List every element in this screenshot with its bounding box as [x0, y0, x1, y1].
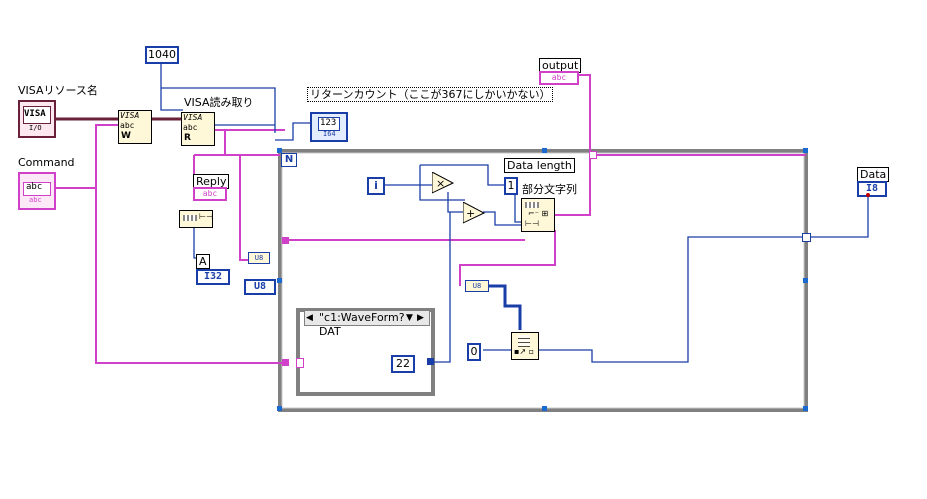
data-i8: I8: [865, 183, 879, 194]
reply-abc: abc: [202, 189, 218, 198]
string-length-node[interactable]: ⊢⊣: [179, 210, 213, 228]
svg-text:+: +: [466, 207, 475, 220]
iteration-text: i: [374, 179, 378, 192]
visa-read-r: R: [184, 133, 191, 143]
u8-indicator[interactable]: U8: [244, 279, 276, 295]
case-output-tunnel: [427, 358, 434, 365]
const-1040[interactable]: 1040: [145, 46, 179, 64]
data-label: Data: [857, 167, 890, 182]
visa-read-visa: VISA: [183, 113, 203, 122]
substring-label: 部分文字列: [522, 183, 577, 196]
visa-read-abc: abc: [183, 123, 198, 132]
const-22[interactable]: 22: [391, 355, 415, 373]
svg-text:×: ×: [436, 177, 445, 190]
u8-loop-convert[interactable]: U8: [465, 280, 489, 292]
data-length-label: Data length: [504, 158, 575, 173]
const-1[interactable]: 1: [504, 177, 518, 195]
add-node[interactable]: +: [463, 202, 485, 224]
command-control[interactable]: abc abc: [18, 172, 56, 210]
read-buffer-wire: [239, 155, 250, 261]
substring-node[interactable]: ⌐⁻ ⊞ ⊢⊣: [521, 198, 555, 232]
output-wire: [550, 74, 591, 216]
u8-indicator-text: U8: [253, 281, 267, 292]
command-abc-text: abc: [26, 182, 43, 192]
initialize-array-node[interactable]: ▪↗ ▫: [511, 332, 539, 360]
tunnel-left-bottom: [282, 359, 289, 366]
visa-read-label: VISA読み取り: [184, 96, 254, 109]
case-selector[interactable]: ◀ "c1:WaveForm? DAT ▼ ▶: [304, 310, 430, 338]
a-i32: I32: [203, 271, 223, 282]
u8-loop-text: U8: [472, 282, 482, 290]
command-label: Command: [18, 156, 75, 169]
case-prev-arrow[interactable]: ◀: [306, 313, 313, 323]
data-indicator[interactable]: I8: [857, 181, 887, 197]
a-label: A: [196, 254, 210, 269]
const-0[interactable]: 0: [467, 343, 481, 361]
tunnel-right-data: [802, 233, 811, 242]
loop-count-terminal[interactable]: N: [281, 153, 297, 167]
command-abc-sub: abc: [29, 196, 42, 204]
return-count-wire: [275, 122, 310, 141]
const-1040-wire: [160, 62, 183, 111]
return-count-123: 123: [320, 118, 337, 128]
reply-indicator[interactable]: abc: [193, 187, 227, 201]
multiply-node[interactable]: ×: [432, 172, 454, 194]
output-indicator[interactable]: abc: [539, 71, 579, 85]
visa-write-abc: abc: [120, 121, 135, 130]
visa-write-visa: VISA: [120, 111, 140, 120]
output-abc: abc: [551, 73, 567, 82]
visa-terminal-text: VISA: [24, 109, 46, 119]
tunnel-left-top: [282, 237, 289, 244]
loop-corner-tr: [803, 148, 808, 153]
visa-read-node[interactable]: VISA abc R: [181, 112, 215, 146]
tunnel-top-output: [589, 151, 597, 159]
u8-convert-node[interactable]: U8: [248, 252, 270, 264]
visa-resource-label: VISAリソース名: [18, 84, 98, 97]
loop-count-n: N: [284, 154, 294, 165]
case-selector-tunnel: [296, 358, 304, 368]
iteration-terminal[interactable]: i: [367, 177, 385, 195]
output-label: output: [539, 58, 582, 73]
return-count-indicator[interactable]: 123 I64: [310, 112, 348, 142]
u8-convert-text: U8: [254, 254, 264, 262]
command-wire: [55, 124, 120, 189]
data-indicator-dot: [866, 193, 870, 197]
return-count-label: リターンカウント（ここが367にしかいかない）: [307, 87, 554, 102]
case-dropdown-arrow[interactable]: ▼: [406, 313, 413, 323]
case-next-arrow[interactable]: ▶: [417, 313, 424, 323]
loop-corner-bl: [277, 406, 282, 411]
io-terminal-text: I/O: [29, 124, 42, 132]
loop-corner-tl: [277, 148, 282, 153]
return-count-i64: I64: [323, 130, 336, 138]
visa-write-w: W: [121, 131, 131, 141]
visa-write-node[interactable]: VISA abc W: [118, 110, 152, 144]
case-selector-text: "c1:WaveForm? DAT: [319, 311, 405, 338]
a-indicator[interactable]: I32: [196, 269, 230, 285]
reply-label: Reply: [193, 174, 230, 189]
visa-resource-control[interactable]: VISA I/O: [18, 100, 56, 138]
loop-corner-br: [803, 406, 808, 411]
